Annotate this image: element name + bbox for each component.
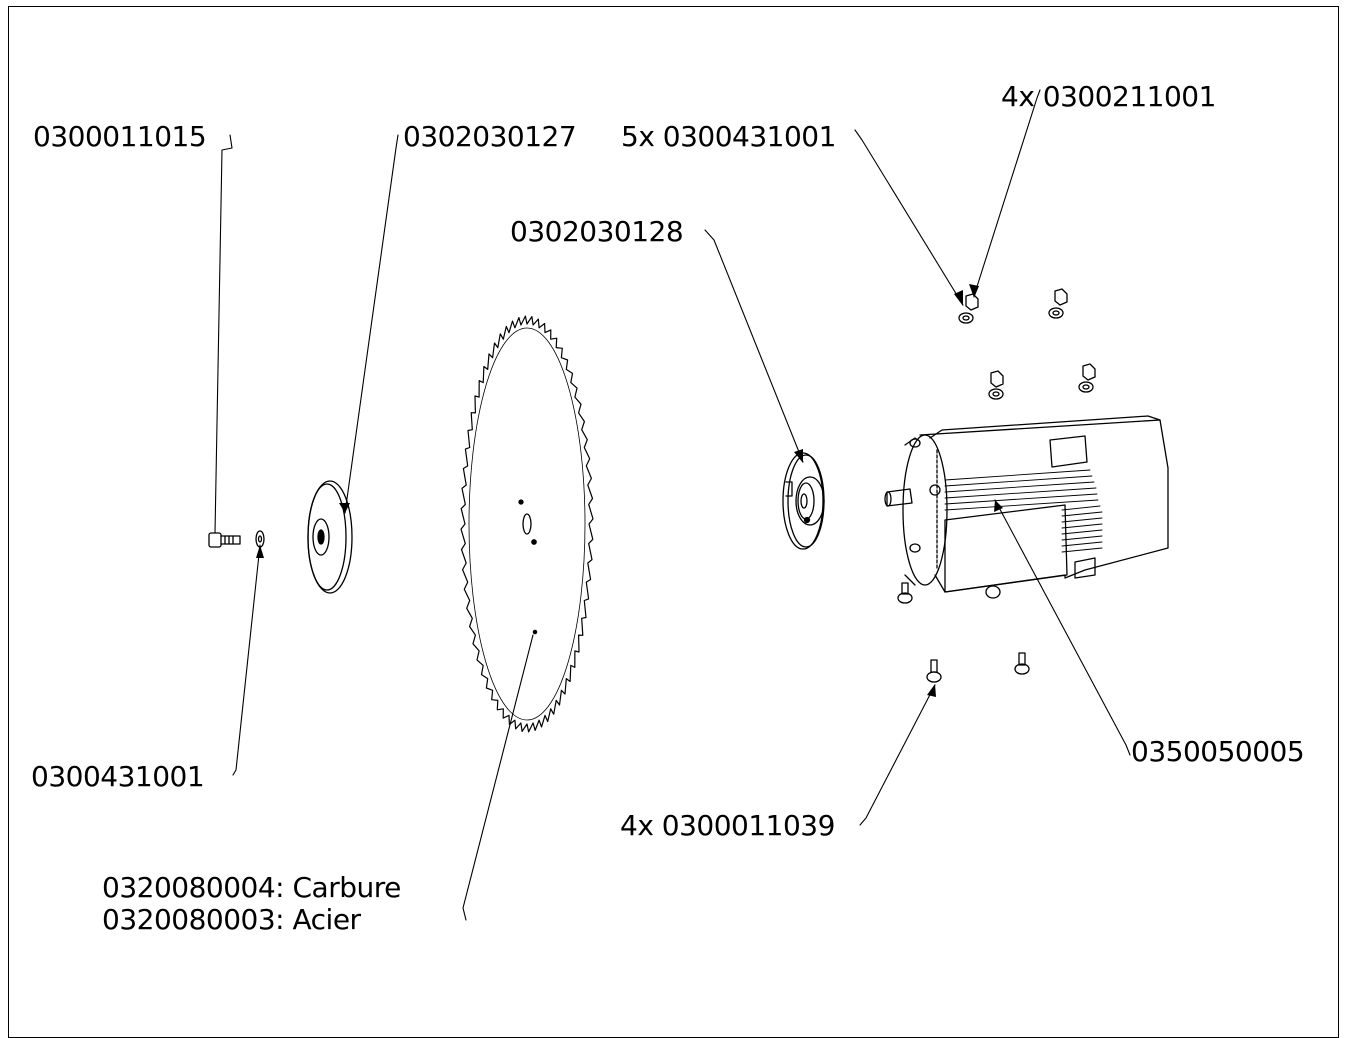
leader-flange-outer	[344, 134, 399, 514]
callout-bolt: 0300011015	[33, 120, 207, 153]
callout-screws-4x: 4x 0300011039	[620, 809, 835, 842]
callout-nuts-4x: 4x 0300211001	[1001, 80, 1216, 113]
callout-washers-5x: 5x 0300431001	[621, 120, 836, 153]
leader-bolt	[214, 134, 233, 534]
nut-washer-3	[988, 370, 1004, 400]
screw-3	[1014, 652, 1030, 675]
arrow-screws	[927, 684, 936, 697]
saw-blade-part	[460, 315, 594, 733]
callout-blade-carbide: 0320080004: Carbure	[102, 871, 401, 904]
screw-2	[926, 659, 942, 683]
screw-1	[897, 582, 913, 604]
mounting-screws-bottom	[897, 582, 1030, 683]
leader-blade	[462, 634, 534, 921]
leader-flange-inner	[704, 229, 804, 463]
washer-part	[255, 530, 265, 548]
leader-screws	[859, 684, 936, 826]
arrow-washers	[954, 290, 963, 306]
nut-washer-set-top	[958, 288, 1096, 400]
inner-flange-part	[782, 452, 825, 550]
outer-flange-part	[307, 480, 353, 594]
leader-washers	[854, 129, 964, 306]
nut-washer-4	[1078, 363, 1096, 393]
arrowheads	[256, 284, 1003, 697]
nut-washer-1	[958, 293, 979, 324]
callout-outer-flange: 0302030127	[403, 120, 577, 153]
callout-blade-steel: 0320080003: Acier	[102, 903, 361, 936]
leader-washer-single	[232, 544, 261, 776]
nut-washer-2	[1048, 288, 1068, 319]
callout-inner-flange: 0302030128	[510, 215, 684, 248]
arrow-motor	[994, 500, 1003, 512]
arrow-flange-inner	[794, 449, 803, 463]
callout-washer-single: 0300431001	[31, 760, 205, 793]
hex-bolt-part	[208, 532, 241, 548]
leader-nuts	[973, 89, 1041, 297]
leader-lines	[214, 89, 1131, 921]
electric-motor-part	[884, 415, 1169, 599]
callout-motor: 0350050005	[1131, 735, 1305, 768]
leader-motor	[994, 499, 1131, 756]
arrow-nuts	[969, 284, 979, 298]
arrow-washer-single	[256, 545, 264, 558]
